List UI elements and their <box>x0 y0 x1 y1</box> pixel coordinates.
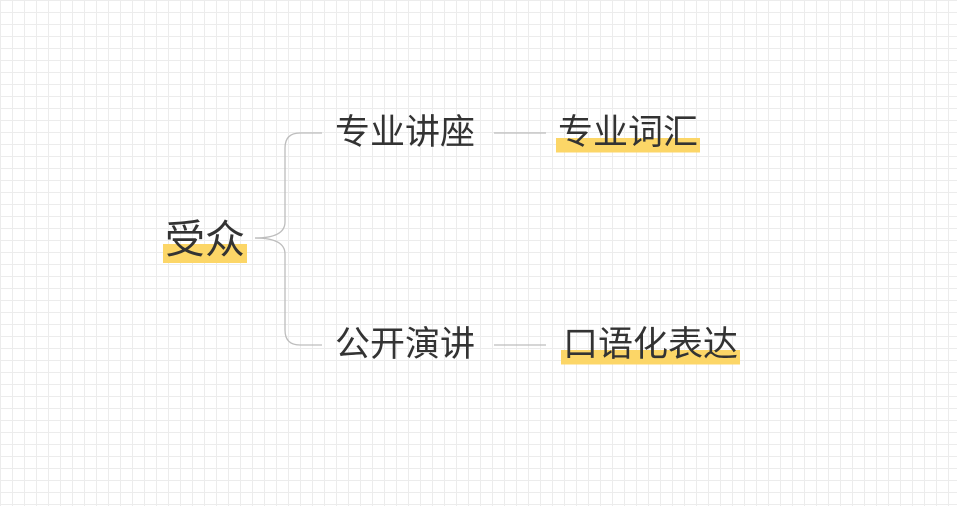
leaf-node-1-label: 专业词汇 <box>556 112 701 154</box>
leaf-node-2-label: 口语化表达 <box>561 324 741 366</box>
branch-node-1[interactable]: 专业讲座 <box>335 112 475 154</box>
branch-node-2[interactable]: 公开演讲 <box>335 324 475 366</box>
root-node-label: 受众 <box>163 216 247 264</box>
leaf-node-2[interactable]: 口语化表达 <box>561 324 741 366</box>
root-to-branch-1-connector <box>254 132 322 239</box>
branch-node-2-label: 公开演讲 <box>335 325 476 365</box>
branch-node-1-label: 专业讲座 <box>335 113 476 153</box>
root-node[interactable]: 受众 <box>163 216 247 264</box>
root-to-branch-2-connector <box>254 237 322 346</box>
leaf-node-1[interactable]: 专业词汇 <box>556 112 701 154</box>
